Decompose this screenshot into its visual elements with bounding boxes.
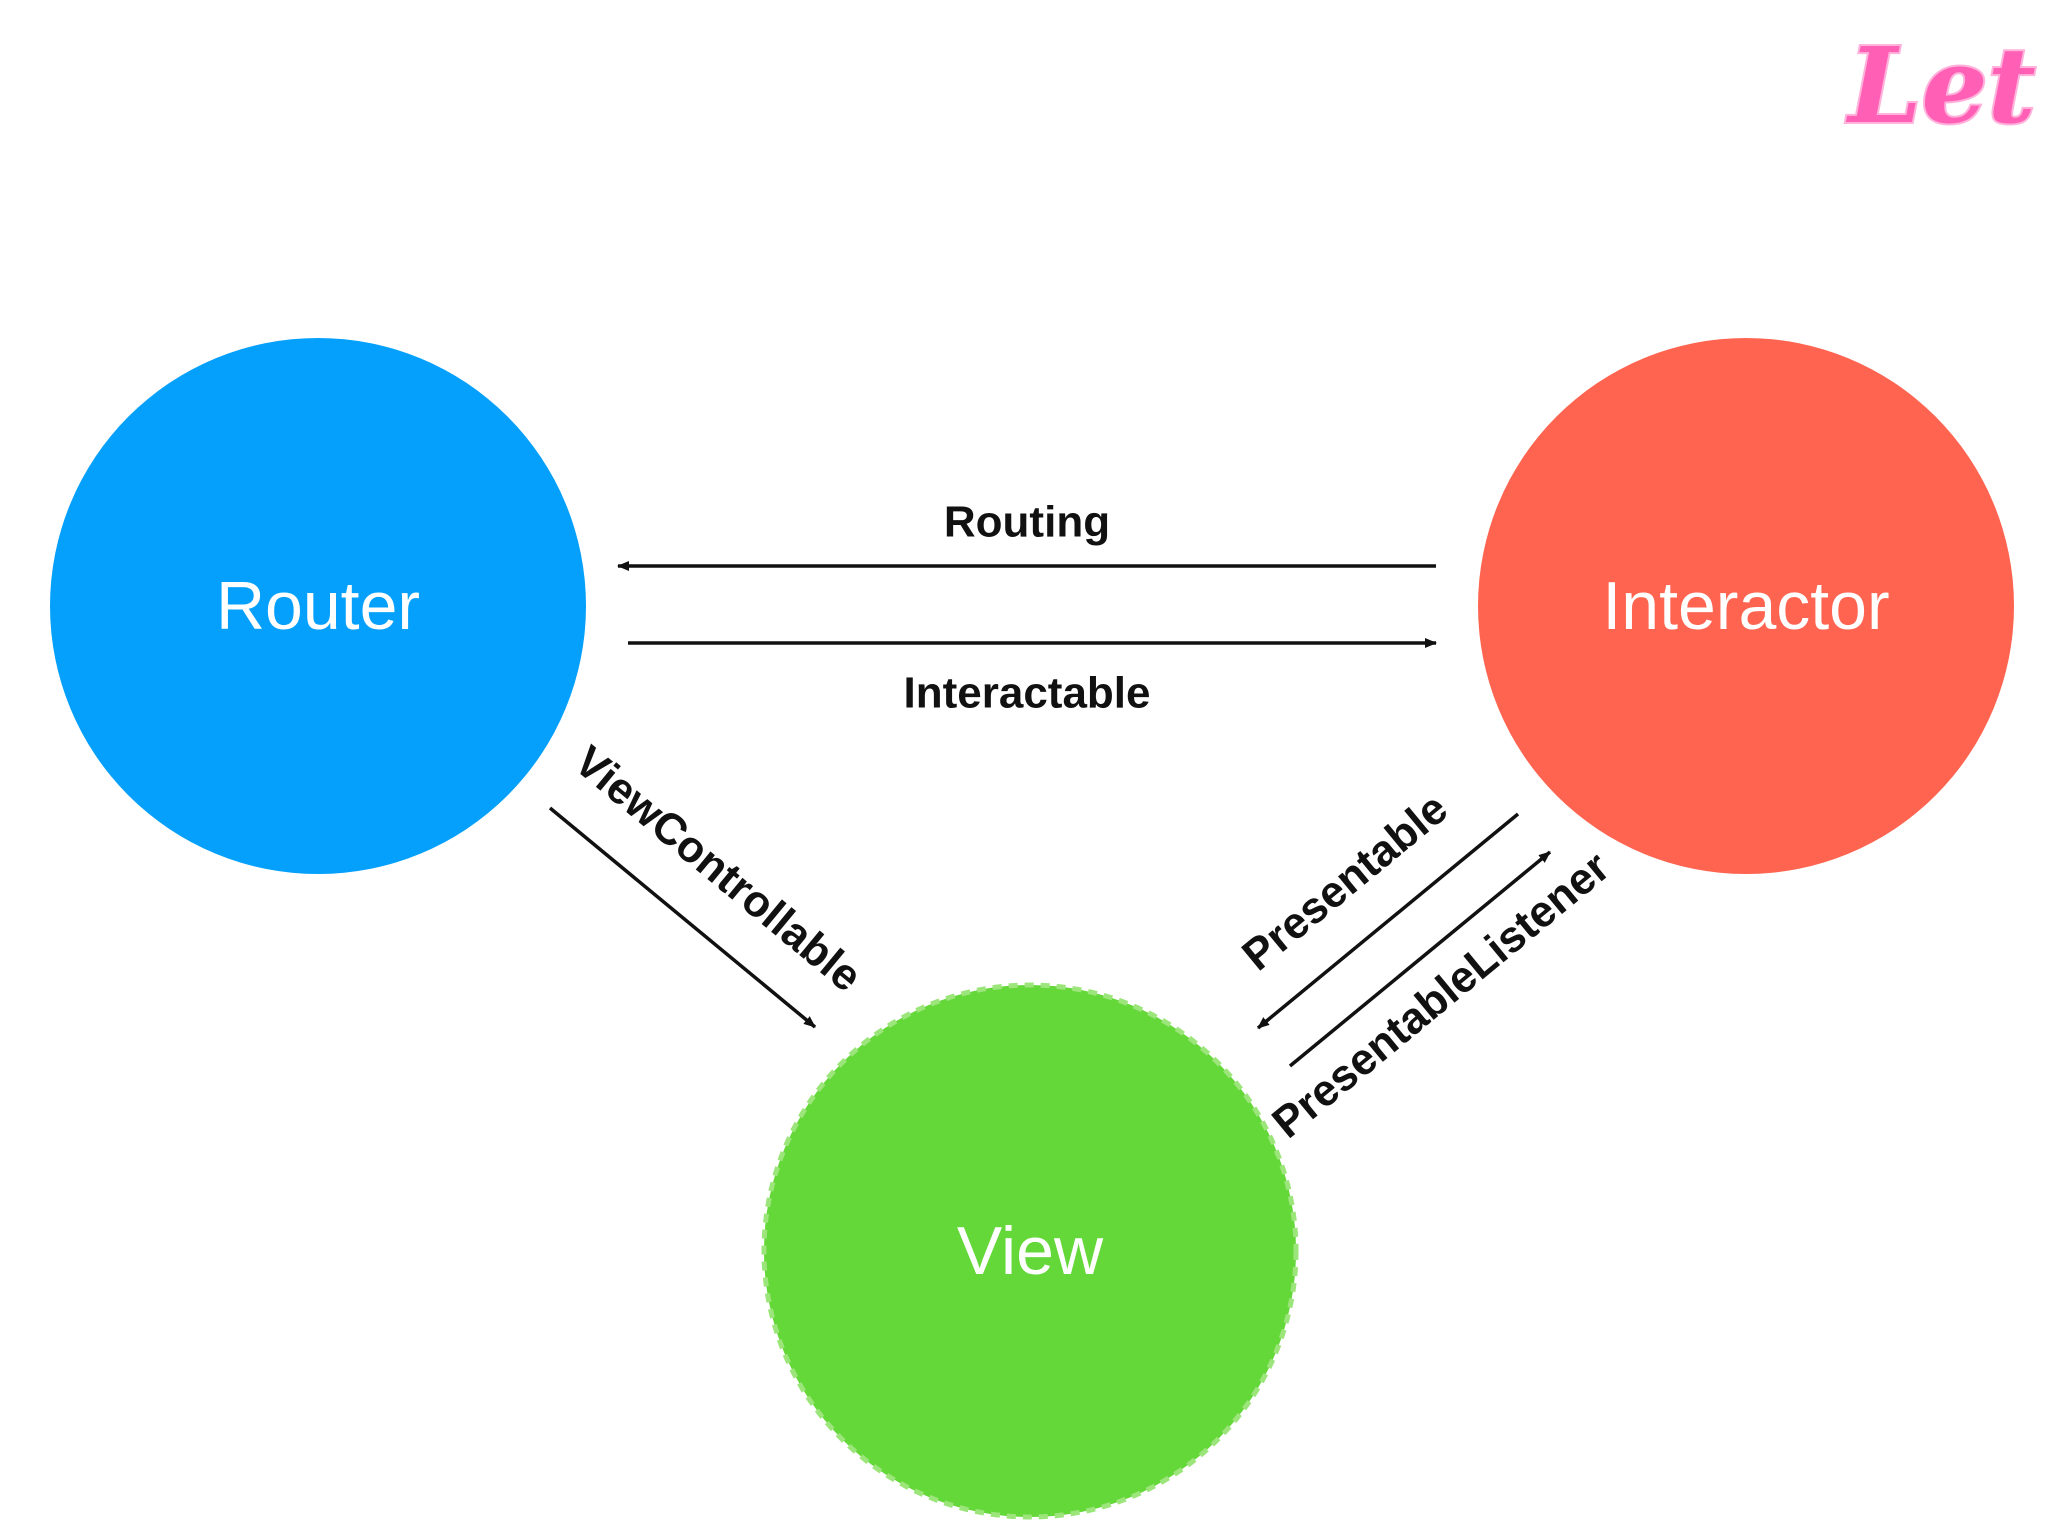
routing-label: Routing [944, 498, 1110, 547]
presentable-label: Presentable [1233, 784, 1457, 980]
interactor-circle [1478, 338, 2014, 874]
interactable-edge: Interactable [628, 638, 1437, 718]
routing-edge: Routing [617, 498, 1436, 571]
router-label: Router [216, 568, 420, 644]
view-controllable-edge: ViewControllable [548, 737, 871, 1029]
interactor-label: Interactor [1602, 568, 1889, 644]
view-label: View [957, 1213, 1104, 1289]
interactor-node: Interactor [1478, 338, 2014, 874]
interactable-label: Interactable [904, 669, 1151, 718]
view-controllable-arrow [548, 806, 817, 1029]
presentable-arrow [1256, 812, 1520, 1030]
router-circle [50, 338, 586, 874]
router-node: Router [50, 338, 586, 874]
view-node: View [761, 982, 1299, 1520]
logo: Let [1843, 22, 2037, 149]
presentable-listener-arrow [1288, 850, 1552, 1068]
view-circle [761, 982, 1299, 1520]
view-controllable-label: ViewControllable [565, 737, 871, 1002]
logo-text: Let [1845, 24, 2035, 147]
